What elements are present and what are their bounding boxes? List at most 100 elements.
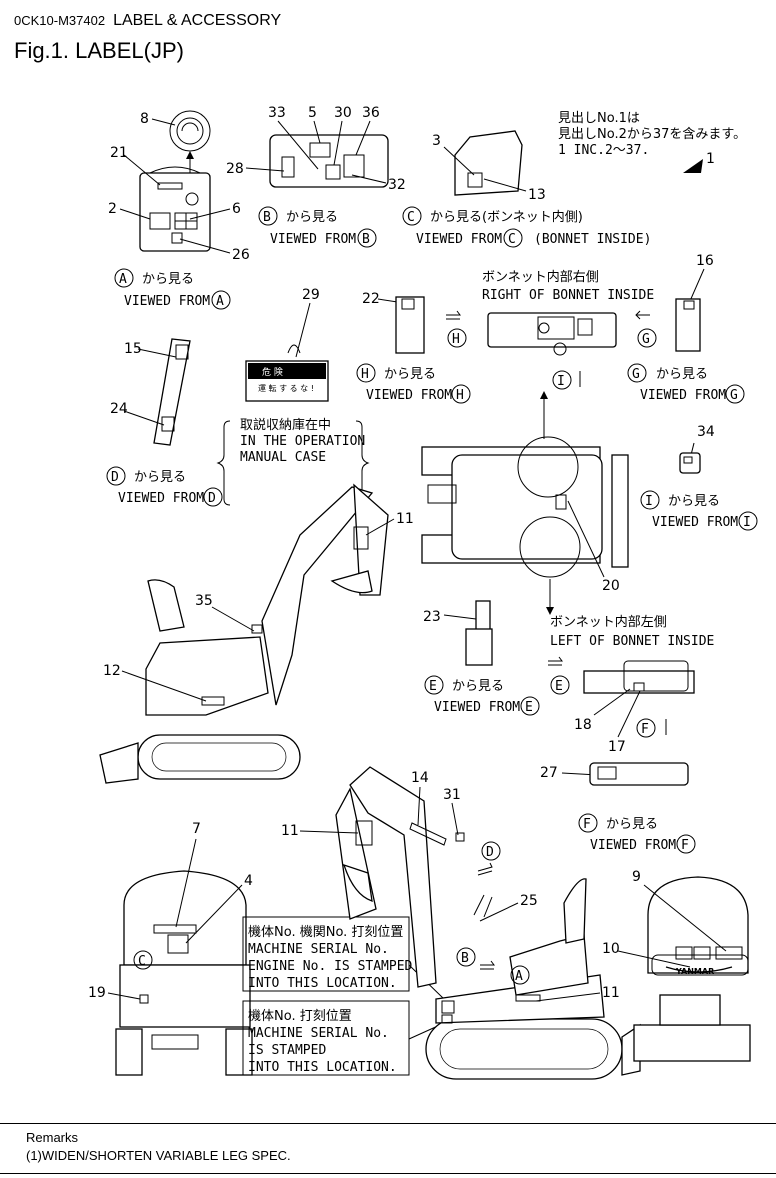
callout-20: 19 [88, 985, 106, 1001]
callout-16: 15 [124, 341, 142, 357]
callout-24: 23 [423, 609, 441, 625]
callout-11b: 11 [281, 823, 299, 839]
view-h-en: VIEWED FROM [366, 388, 452, 403]
view-e-en: VIEWED FROM [434, 700, 520, 715]
callout-1: 1 [706, 151, 715, 167]
warning-label-group: 29 危 険 運 転 す る な ! 取説収納庫在中 IN THE OPERAT… [216, 287, 370, 506]
callout-12: 11 [602, 985, 620, 1001]
letter-b-arrow: B [461, 951, 469, 966]
serial2-line-3: IS STAMPED [248, 1043, 326, 1058]
section-title: LABEL & ACCESSORY [113, 12, 282, 29]
callout-23: 22 [362, 291, 380, 307]
letter-g-2: G [730, 388, 738, 403]
letter-h-2: H [456, 388, 464, 403]
bonnet-left-en: LEFT OF BONNET INSIDE [550, 634, 714, 649]
letter-a: A [119, 272, 127, 287]
view-e-group: 23 E から見る VIEWED FROM E [423, 600, 540, 716]
side-view-machine: 11 35 12 [99, 483, 414, 784]
serial1-line-4: INTO THIS LOCATION. [248, 976, 397, 991]
view-f-en: VIEWED FROM [590, 838, 676, 853]
letter-d-2: D [208, 491, 216, 506]
bonnet-right-en: RIGHT OF BONNET INSIDE [482, 288, 654, 303]
serial1-line-1: 機体No. 機関No. 打刻位置 [248, 925, 403, 940]
serial2-line-4: INTO THIS LOCATION. [248, 1060, 397, 1075]
view-c-en2: (BONNET INSIDE) [534, 232, 651, 247]
callout-5: 5 [308, 105, 317, 121]
letter-c-2: C [508, 232, 516, 247]
serial2-line-1: 機体No. 打刻位置 [248, 1009, 352, 1024]
letter-h-arrow: H [452, 332, 460, 347]
letter-i: I [645, 494, 653, 509]
view-e-jp: から見る [452, 679, 504, 694]
view-a-en: VIEWED FROM [124, 294, 210, 309]
callout-2: 2 [108, 201, 117, 217]
note-line-3: 1 INC.2〜37. [558, 143, 649, 158]
letter-f: F [583, 817, 591, 832]
callout-26: 25 [520, 893, 538, 909]
front-view-machine: 7 4 C 19 [88, 821, 253, 1076]
callout-10: 10 [602, 941, 620, 957]
callout-17: 16 [696, 253, 714, 269]
view-b-jp: から見る [286, 210, 338, 225]
callout-25: 24 [110, 401, 128, 417]
manual-case-jp: 取説収納庫在中 [240, 417, 331, 433]
view-i-en: VIEWED FROM [652, 515, 738, 530]
view-c-group: 3 13 C から見る(ボンネット内側) VIEWED FROM C (BONN… [402, 130, 651, 248]
view-a-jp: から見る [142, 272, 194, 287]
bonnet-right-jp: ボンネット内部右側 [482, 269, 599, 285]
letter-f-arrow: F [641, 722, 649, 737]
callout-13: 12 [103, 663, 121, 679]
letter-a-2: A [216, 294, 224, 309]
letter-g: G [632, 367, 640, 382]
callout-4: 4 [244, 873, 253, 889]
view-b-en: VIEWED FROM [270, 232, 356, 247]
view-g-jp: から見る [656, 367, 708, 382]
letter-c-arrow: C [138, 954, 146, 969]
warning-text: 運 転 す る な ! [258, 384, 314, 393]
letter-i-arrow: I [557, 374, 565, 389]
bonnet-left-group: ボンネット内部左側 LEFT OF BONNET INSIDE E 18 17 … [540, 614, 714, 854]
brand-logo: YANMAR [675, 967, 714, 976]
callout-8: 8 [140, 111, 149, 127]
view-b-group: 33 5 30 36 28 32 B から見る VIEWED FROM B [226, 105, 406, 248]
view-i-jp: から見る [668, 494, 720, 509]
iso-view-machine: 11 14 31 D 25 B A 11 [281, 766, 641, 1080]
callout-6: 6 [232, 201, 241, 217]
view-d-en: VIEWED FROM [118, 491, 204, 506]
callout-31: 30 [334, 105, 352, 121]
callout-7: 7 [192, 821, 201, 837]
figure-title: Fig.1. LABEL(JP) [14, 38, 184, 63]
callout-21: 20 [602, 578, 620, 594]
letter-b: B [263, 210, 271, 225]
serial1-line-3: ENGINE No. IS STAMPED [248, 959, 413, 974]
serial2-line-2: MACHINE SERIAL No. [248, 1026, 389, 1041]
arrow-icon [683, 159, 703, 173]
parts-diagram: 見出しNo.1は 見出しNo.2から37を含みます。 1 INC.2〜37. 1… [88, 105, 758, 1080]
callout-32: 31 [443, 787, 461, 803]
callout-18: 17 [608, 739, 626, 755]
callout-14: 13 [528, 187, 546, 203]
callout-22: 21 [110, 145, 128, 161]
view-c-en: VIEWED FROM [416, 232, 502, 247]
callout-27: 26 [232, 247, 250, 263]
letter-i-2: I [743, 515, 751, 530]
view-a-group: 8 21 2 6 26 A から見る VIEWED FROM A [108, 110, 250, 310]
top-view-group: 20 34 I から見る VIEWED FROM I [421, 391, 758, 615]
letter-c: C [407, 210, 415, 225]
letter-d: D [111, 470, 119, 485]
callout-30: 29 [302, 287, 320, 303]
letter-d-arrow: D [486, 845, 494, 860]
manual-case-en2: MANUAL CASE [240, 450, 326, 465]
serial1-line-2: MACHINE SERIAL No. [248, 942, 389, 957]
bonnet-left-jp: ボンネット内部左側 [550, 614, 667, 630]
warning-title: 危 険 [262, 366, 283, 378]
ref-note: 見出しNo.1は 見出しNo.2から37を含みます。 1 INC.2〜37. 1 [558, 111, 746, 173]
letter-a-arrow: A [515, 969, 523, 984]
view-g-en: VIEWED FROM [640, 388, 726, 403]
view-f-jp: から見る [606, 817, 658, 832]
callout-15: 14 [411, 770, 429, 786]
callout-3: 3 [432, 133, 441, 149]
note-line-1: 見出しNo.1は [558, 111, 640, 126]
callout-33: 32 [388, 177, 406, 193]
